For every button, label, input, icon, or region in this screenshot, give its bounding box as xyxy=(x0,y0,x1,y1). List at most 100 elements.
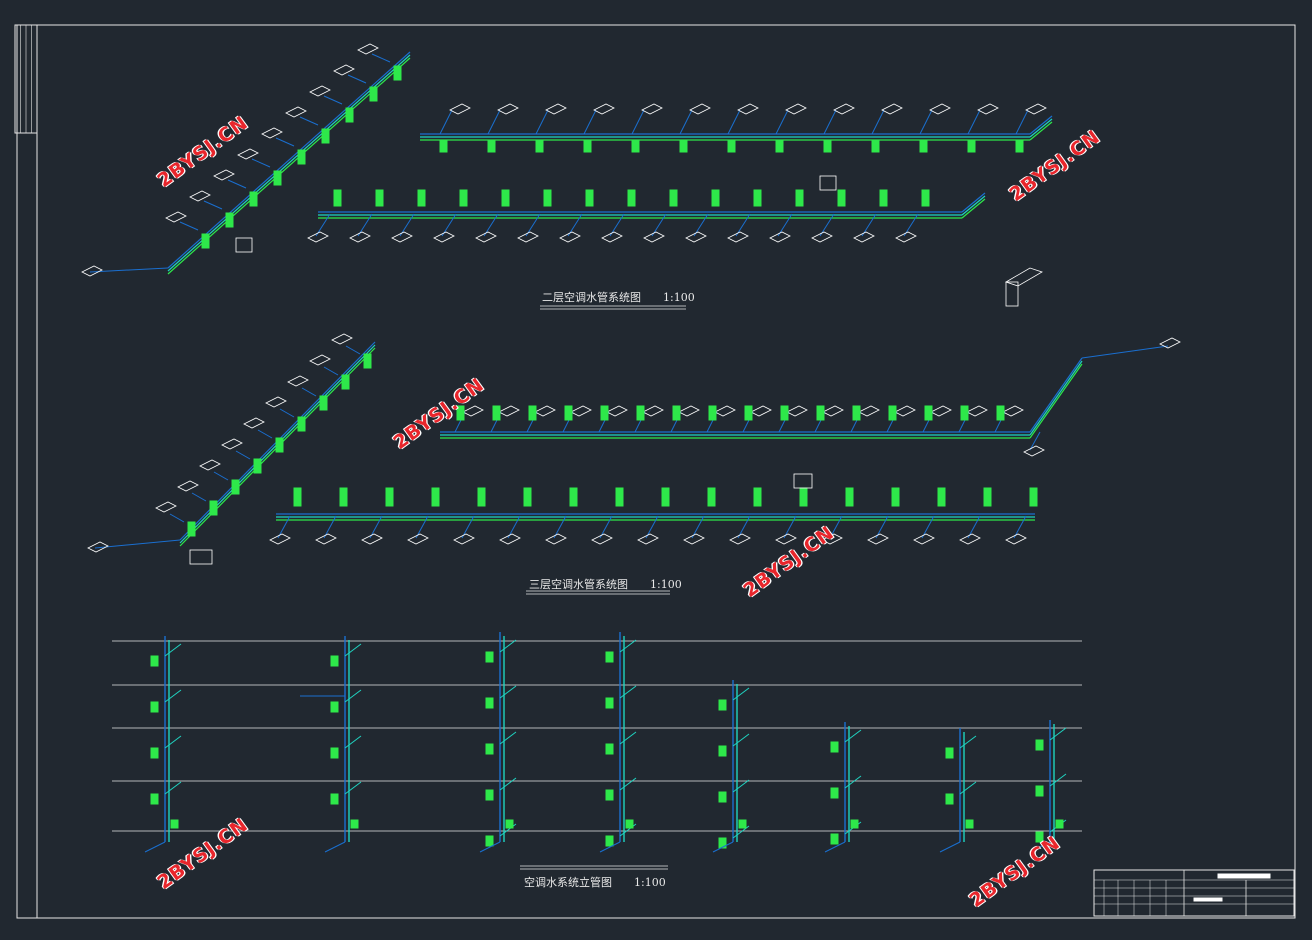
pipe-label xyxy=(605,835,614,847)
fan-coil-unit xyxy=(867,533,889,545)
pipe-label xyxy=(501,189,510,207)
fan-coil-unit xyxy=(637,533,659,545)
pipe-label xyxy=(625,819,634,829)
fan-coil-unit xyxy=(155,501,177,513)
fan-coil-unit xyxy=(315,533,337,545)
branch-pipe xyxy=(1029,841,1051,853)
branch-pipe xyxy=(301,387,317,397)
branch-pipe xyxy=(439,109,453,135)
branch-pipe xyxy=(645,515,659,539)
branch-pipe xyxy=(324,841,346,853)
pipe-label xyxy=(996,405,1005,421)
fan-coil-unit xyxy=(929,103,951,115)
branch-pipe xyxy=(824,841,846,853)
riser-box xyxy=(819,175,837,191)
branch-pipe xyxy=(345,345,361,355)
branch-pipe xyxy=(344,735,362,749)
pipe-label xyxy=(319,395,328,411)
pipe-label xyxy=(505,819,514,829)
branch-pipe xyxy=(829,515,843,539)
pipe-label xyxy=(837,189,846,207)
pipe-label xyxy=(485,743,494,755)
branch-pipe xyxy=(369,515,383,539)
pipe-label xyxy=(605,697,614,709)
pipe-label xyxy=(891,487,900,507)
pipe-label xyxy=(341,374,350,390)
riser-diagram xyxy=(112,632,1082,870)
pipe-label xyxy=(225,212,234,228)
fan-coil-unit xyxy=(285,106,307,118)
title-block xyxy=(1093,869,1295,917)
pipe-label xyxy=(718,699,727,711)
fan-coil-unit xyxy=(545,103,567,115)
floor2-pipe-system-diagram xyxy=(81,43,1053,310)
pipe-label xyxy=(707,487,716,507)
branch-pipe xyxy=(875,515,889,539)
drawing-frame xyxy=(14,24,1296,919)
branch-pipe xyxy=(737,515,751,539)
pipe-label xyxy=(924,405,933,421)
riser-box xyxy=(1005,267,1043,287)
pipe-label xyxy=(605,651,614,663)
fan-coil-unit xyxy=(237,148,259,160)
drawing-title-text: 三层空调水管系统图 xyxy=(529,578,628,591)
pipe-label xyxy=(477,487,486,507)
pipe-label xyxy=(830,833,839,845)
pipe-label xyxy=(417,189,426,207)
pipe-label xyxy=(231,479,240,495)
pipe-label xyxy=(879,189,888,207)
branch-pipe xyxy=(1081,345,1169,359)
fan-coil-unit xyxy=(453,533,475,545)
fan-coil-unit xyxy=(977,103,999,115)
fan-coil-unit xyxy=(545,533,567,545)
pipe-label xyxy=(871,139,880,153)
fan-coil-unit xyxy=(1025,103,1047,115)
fan-coil-unit xyxy=(1023,445,1045,457)
fan-coil-unit xyxy=(462,405,484,417)
fan-coil-unit xyxy=(750,405,772,417)
branch-pipe xyxy=(487,109,501,135)
pipe-label xyxy=(753,487,762,507)
pipe-label xyxy=(672,405,681,421)
pipe-label xyxy=(297,149,306,165)
pipe-label xyxy=(960,405,969,421)
branch-pipe xyxy=(939,841,961,853)
fan-coil-unit xyxy=(811,231,833,243)
pipe-label xyxy=(187,521,196,537)
fan-coil-unit xyxy=(1005,533,1027,545)
fan-coil-unit xyxy=(559,231,581,243)
branch-pipe xyxy=(279,408,295,418)
branch-pipe xyxy=(179,221,199,231)
fan-coil-unit xyxy=(199,459,221,471)
riser-box xyxy=(189,549,213,565)
main-pipe xyxy=(1029,357,1083,433)
pipe-label xyxy=(627,189,636,207)
pipe-label xyxy=(718,791,727,803)
pipe-label xyxy=(209,500,218,516)
title-block-text xyxy=(1217,873,1271,879)
pipe-label xyxy=(293,487,302,507)
branch-pipe xyxy=(371,53,391,63)
branch-pipe xyxy=(94,539,181,549)
pipe-label xyxy=(487,139,496,153)
fan-coil-unit xyxy=(165,211,187,223)
fan-coil-unit xyxy=(881,103,903,115)
branch-pipe xyxy=(1049,727,1067,741)
branch-pipe xyxy=(347,74,367,84)
fan-coil-unit xyxy=(601,231,623,243)
fan-coil-unit xyxy=(265,396,287,408)
pipe-label xyxy=(523,487,532,507)
branch-pipe xyxy=(844,775,862,789)
floor3-pipe-system-diagram xyxy=(87,333,1181,595)
branch-pipe xyxy=(583,109,597,135)
branch-pipe xyxy=(777,213,793,237)
fan-coil-unit xyxy=(333,64,355,76)
pipe-label xyxy=(150,793,159,805)
pipe-label xyxy=(1015,139,1024,153)
fan-coil-unit xyxy=(499,533,521,545)
fan-coil-unit xyxy=(261,127,283,139)
branch-pipe xyxy=(164,689,182,703)
fan-coil-unit xyxy=(361,533,383,545)
pipe-label xyxy=(339,487,348,507)
